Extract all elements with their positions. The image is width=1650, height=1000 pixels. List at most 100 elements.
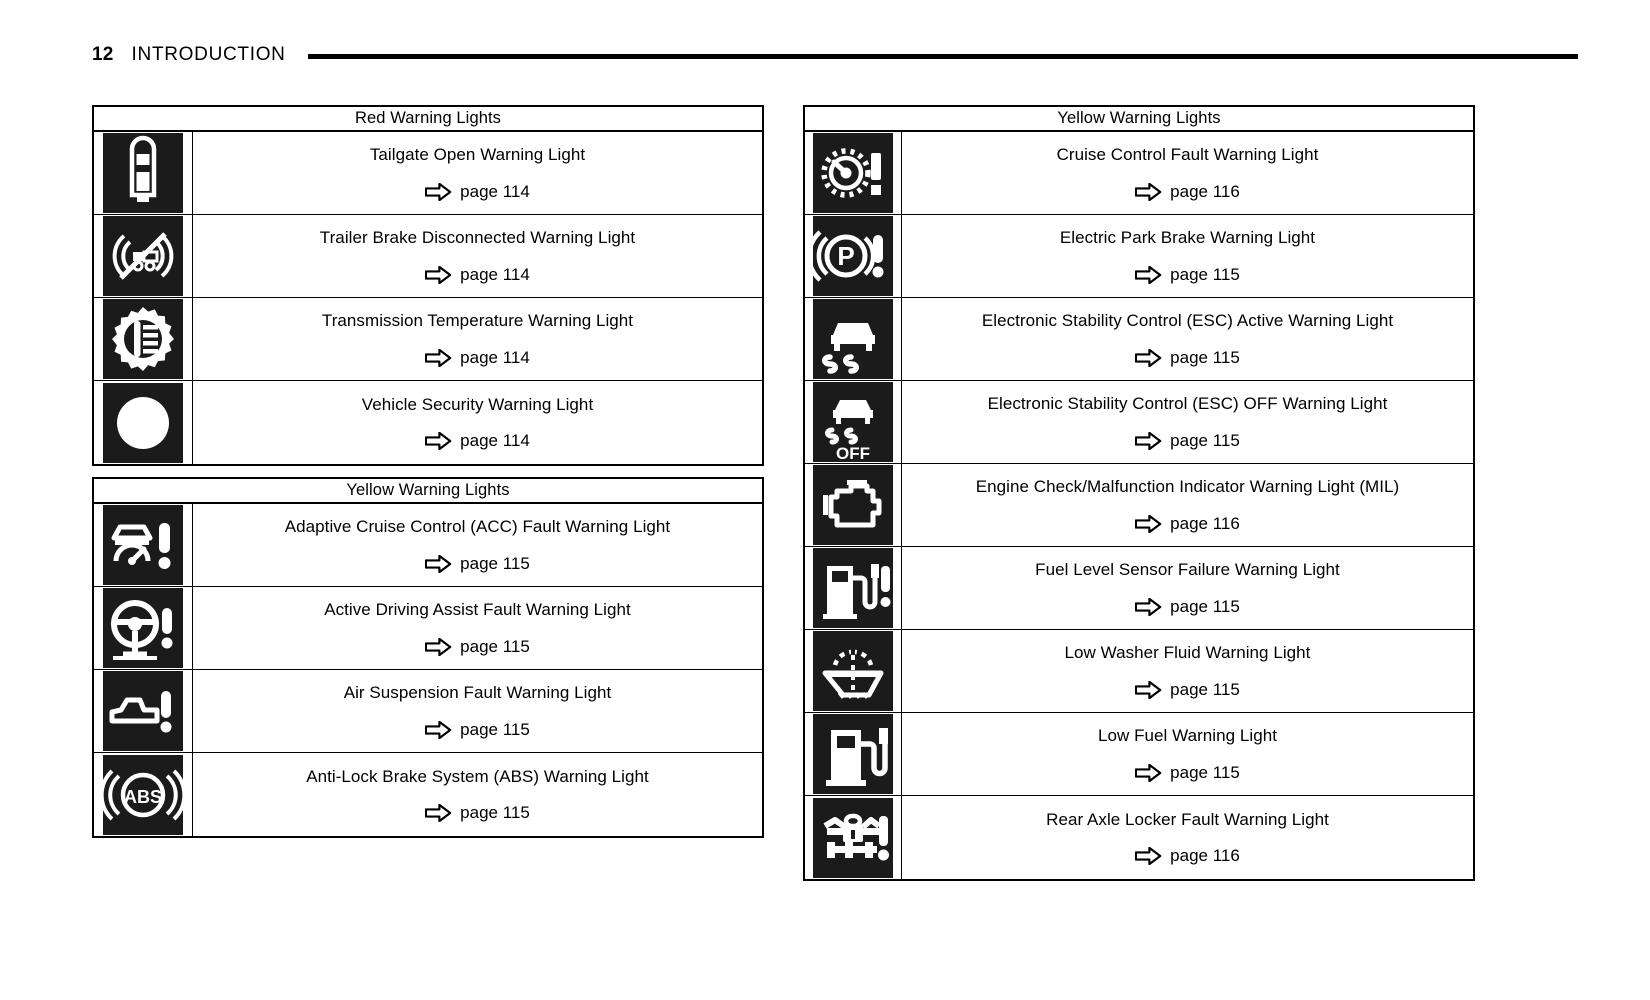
page-reference-label: page 115 xyxy=(1170,430,1240,450)
table-caption: Red Warning Lights xyxy=(94,107,762,132)
page-reference[interactable]: page 115 xyxy=(1135,597,1240,617)
warning-light-label: Adaptive Cruise Control (ACC) Fault Warn… xyxy=(284,517,671,537)
page-reference[interactable]: page 116 xyxy=(1135,514,1240,534)
right-arrow-outline-icon xyxy=(425,265,452,284)
warning-light-row: ABS Anti-Lock Brake System (ABS) Warning… xyxy=(94,753,762,836)
right-arrow-outline-icon xyxy=(1135,597,1162,616)
warning-light-row: Vehicle Security Warning Light page 114 xyxy=(94,381,762,464)
right-arrow-outline-icon xyxy=(1135,265,1162,284)
low-fuel-icon xyxy=(813,714,893,794)
warning-light-row: Tailgate Open Warning Light page 114 xyxy=(94,132,762,215)
yellow-warning-lights-table-left: Yellow Warning Lights Adaptive Cruise Co… xyxy=(92,477,764,838)
right-arrow-outline-icon xyxy=(1135,847,1162,866)
right-arrow-outline-icon xyxy=(1135,348,1162,367)
page-reference[interactable]: page 114 xyxy=(425,431,530,451)
page-reference-label: page 115 xyxy=(1170,596,1240,616)
warning-light-icon-cell: OFF xyxy=(805,381,902,463)
warning-light-label: Air Suspension Fault Warning Light xyxy=(343,683,612,703)
anti-lock-brake-abs-icon: ABS xyxy=(103,754,183,835)
warning-light-text-cell: Adaptive Cruise Control (ACC) Fault Warn… xyxy=(193,504,762,586)
warning-light-row: Adaptive Cruise Control (ACC) Fault Warn… xyxy=(94,504,762,587)
warning-light-icon-cell xyxy=(805,464,902,546)
right-arrow-outline-icon xyxy=(425,554,452,573)
esc-active-icon xyxy=(813,299,893,379)
warning-light-label: Vehicle Security Warning Light xyxy=(361,394,594,414)
warning-light-row: Rear Axle Locker Fault Warning Light pag… xyxy=(805,796,1473,879)
page-reference-label: page 115 xyxy=(1170,762,1240,782)
warning-light-icon-cell xyxy=(94,587,193,669)
warning-light-icon-cell xyxy=(94,670,193,752)
page-reference-label: page 115 xyxy=(1170,679,1240,699)
warning-light-label: Trailer Brake Disconnected Warning Light xyxy=(319,228,636,248)
warning-light-text-cell: Air Suspension Fault Warning Light page … xyxy=(193,670,762,752)
air-suspension-fault-icon xyxy=(103,671,183,751)
right-arrow-outline-icon xyxy=(425,637,452,656)
warning-light-label: Active Driving Assist Fault Warning Ligh… xyxy=(324,600,631,620)
right-arrow-outline-icon xyxy=(425,804,452,823)
svg-text:OFF: OFF xyxy=(836,444,870,462)
warning-light-text-cell: Transmission Temperature Warning Light p… xyxy=(193,298,762,380)
page-reference-label: page 116 xyxy=(1170,846,1240,866)
page-reference-label: page 115 xyxy=(460,803,530,823)
warning-light-icon-cell xyxy=(94,381,193,464)
warning-light-label: Engine Check/Malfunction Indicator Warni… xyxy=(975,477,1400,497)
page-reference[interactable]: page 115 xyxy=(1135,265,1240,285)
right-arrow-outline-icon xyxy=(1135,680,1162,699)
page-reference-label: page 115 xyxy=(460,636,530,656)
page-reference[interactable]: page 115 xyxy=(425,720,530,740)
warning-light-icon-cell xyxy=(94,132,193,214)
table-caption: Yellow Warning Lights xyxy=(805,107,1473,132)
warning-light-icon-cell xyxy=(94,298,193,380)
page-reference-label: page 115 xyxy=(1170,347,1240,367)
adaptive-cruise-control-fault-icon xyxy=(103,505,183,585)
page-reference[interactable]: page 115 xyxy=(1135,348,1240,368)
page-reference-label: page 114 xyxy=(460,431,530,451)
warning-light-icon-cell: P xyxy=(805,215,902,297)
page-reference[interactable]: page 114 xyxy=(425,265,530,285)
page-reference-label: page 115 xyxy=(460,719,530,739)
warning-light-icon-cell xyxy=(805,547,902,629)
warning-light-text-cell: Low Fuel Warning Light page 115 xyxy=(902,713,1473,795)
tailgate-open-icon xyxy=(103,133,183,213)
warning-light-label: Low Fuel Warning Light xyxy=(1097,726,1278,746)
right-arrow-outline-icon xyxy=(425,432,452,451)
warning-light-icon-cell xyxy=(94,504,193,586)
right-arrow-outline-icon xyxy=(425,348,452,367)
section-title: INTRODUCTION xyxy=(131,44,286,65)
page-reference[interactable]: page 115 xyxy=(1135,431,1240,451)
right-arrow-outline-icon xyxy=(1135,182,1162,201)
warning-light-text-cell: Fuel Level Sensor Failure Warning Light … xyxy=(902,547,1473,629)
low-washer-fluid-icon xyxy=(813,631,893,711)
svg-text:P: P xyxy=(837,241,854,271)
warning-light-label: Electronic Stability Control (ESC) Activ… xyxy=(981,311,1394,331)
warning-light-label: Rear Axle Locker Fault Warning Light xyxy=(1046,809,1329,829)
warning-light-text-cell: Electronic Stability Control (ESC) Activ… xyxy=(902,298,1473,380)
warning-light-label: Fuel Level Sensor Failure Warning Light xyxy=(1035,560,1340,580)
warning-light-text-cell: Tailgate Open Warning Light page 114 xyxy=(193,132,762,214)
page-reference[interactable]: page 115 xyxy=(1135,680,1240,700)
page-reference-label: page 115 xyxy=(1170,264,1240,284)
page-header: 12 INTRODUCTION xyxy=(92,40,1578,70)
page-reference-label: page 114 xyxy=(460,347,530,367)
electric-park-brake-icon: P xyxy=(813,216,893,296)
rear-axle-locker-fault-icon xyxy=(813,797,893,878)
page-reference[interactable]: page 116 xyxy=(1135,846,1240,866)
warning-light-row: Air Suspension Fault Warning Light page … xyxy=(94,670,762,753)
right-arrow-outline-icon xyxy=(1135,514,1162,533)
page-reference[interactable]: page 115 xyxy=(1135,763,1240,783)
page-reference[interactable]: page 115 xyxy=(425,554,530,574)
warning-light-icon-cell: ABS xyxy=(94,753,193,836)
trailer-brake-disconnected-icon xyxy=(103,216,183,296)
page-reference[interactable]: page 116 xyxy=(1135,182,1240,202)
warning-light-icon-cell xyxy=(805,796,902,879)
page-reference[interactable]: page 115 xyxy=(425,803,530,823)
page-reference[interactable]: page 115 xyxy=(425,637,530,657)
right-arrow-outline-icon xyxy=(1135,431,1162,450)
warning-light-icon-cell xyxy=(805,132,902,214)
active-driving-assist-fault-icon xyxy=(103,588,183,668)
transmission-temperature-icon xyxy=(103,299,183,379)
warning-light-label: Low Washer Fluid Warning Light xyxy=(1064,643,1311,663)
page-reference[interactable]: page 114 xyxy=(425,348,530,368)
right-arrow-outline-icon xyxy=(425,720,452,739)
page-reference[interactable]: page 114 xyxy=(425,182,530,202)
